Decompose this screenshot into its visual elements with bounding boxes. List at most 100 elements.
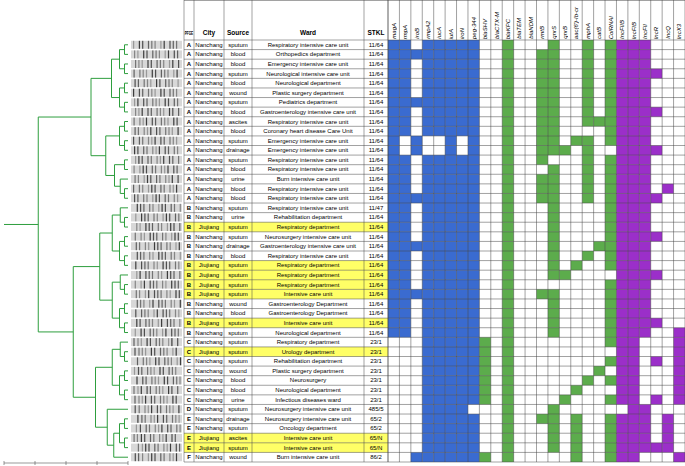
gel-band [135,175,136,183]
gene-cell [628,376,639,386]
gel-band [151,396,152,404]
city-name-cell: Nanchang [194,146,224,156]
gel-band [171,357,172,365]
gel-band [172,127,173,135]
gel-band [159,367,160,375]
ward-name-cell: Pediatrics department [252,98,364,108]
dendrogram-branch [125,313,129,314]
city-name-cell: Jiujiang [194,443,224,453]
gel-band [149,319,150,327]
gene-cell [457,347,468,357]
gene-cell [651,357,662,367]
grid-line [662,0,663,462]
gene-cell [434,270,445,280]
gel-band [163,156,164,164]
gel-band [147,386,148,394]
gene-cell [582,136,593,146]
city-name: Nanchang [195,301,222,307]
dendrogram-branch [96,367,113,368]
gene-cell [445,184,456,194]
dendrogram-branch [125,284,129,285]
gene-cell [582,117,593,127]
gel-band [134,70,135,78]
gene-cell [502,309,513,319]
gel-band [158,271,159,279]
source-name-cell: urine [224,174,252,184]
gene-cell [445,50,456,60]
st-kl-type-cell: 65/2 [364,414,388,424]
gene-cell [582,251,593,261]
source-name-cell: urine [224,213,252,223]
gene-cell [628,366,639,376]
gene-cell [468,241,479,251]
gene-cell [628,328,639,338]
grid-line [184,135,685,136]
dendrogram-branch [120,107,125,108]
gel-band [140,223,141,231]
gene-cell [399,69,410,79]
gel-band [172,108,173,116]
gel-lane [131,261,182,269]
gel-band [163,60,164,68]
st-kl-type-cell: 86/2 [364,452,388,462]
gene-header-cell: iutA [445,1,456,39]
gel-band [143,194,144,202]
gel-band [168,386,169,394]
pfge-type-cell: B [184,251,194,261]
dendrogram-branch [120,394,125,395]
grid-line [184,414,685,415]
gel-band [163,444,164,452]
gene-cell [548,232,559,242]
ward-name: Respiratory department [277,224,340,230]
gel-band [135,213,136,221]
gel-band [134,118,135,126]
gel-lane [131,444,182,452]
scale-tick [128,461,129,465]
gene-cell [605,222,616,232]
gene-cell [445,433,456,443]
gel-band [152,70,153,78]
gene-header-cell: blaSHV [479,1,490,39]
city-name-cell: Nanchang [194,337,224,347]
gene-cell [422,385,433,395]
gel-band [139,41,140,49]
gene-cell [434,280,445,290]
gene-cell [468,222,479,232]
pfge-type: A [187,80,191,86]
gel-band [151,405,152,413]
ward-name-cell: Oncology department [252,424,364,434]
gel-lane [131,319,182,327]
ward-name-cell: Emergency intensive care unit [252,136,364,146]
gel-band [177,50,178,58]
gene-cell [457,222,468,232]
gene-cell [639,126,650,136]
gel-band [146,357,147,365]
city-name: Nanchang [195,147,222,153]
pfge-type: C [187,387,191,393]
gel-band [180,204,181,212]
gene-cell [628,126,639,136]
gene-cell [468,443,479,453]
gene-cell [434,69,445,79]
city-name: Jiujiang [199,435,219,441]
gel-lane [131,376,182,384]
grid-line [184,164,685,165]
gel-lane [131,348,182,356]
gene-cell [422,107,433,117]
ward-name-cell: Respiratory intensive care unit [252,40,364,50]
gene-cell [468,146,479,156]
ward-name: Rehabilitation department [274,358,342,364]
gel-band [179,415,180,423]
scale-tick [4,461,5,465]
st-kl-type: 23/1 [370,387,382,393]
gel-band [139,70,140,78]
gel-band [136,290,137,298]
st-kl-type: 11/64 [369,90,384,96]
st-kl-type-cell: 11/64 [364,174,388,184]
gene-cell [502,289,513,299]
gene-cell [605,203,616,213]
gene-cell [434,222,445,232]
city-name-cell: Nanchang [194,193,224,203]
gene-cell [457,309,468,319]
gene-cell [628,424,639,434]
